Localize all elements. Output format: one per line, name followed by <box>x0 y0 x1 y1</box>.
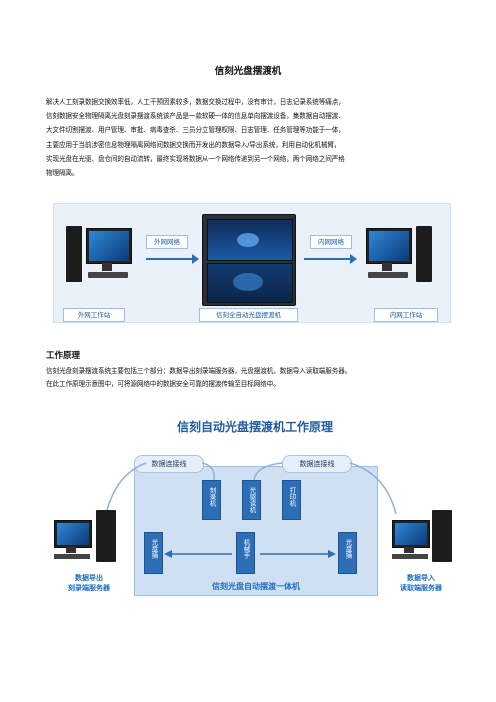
intro-line: 信刻数据安全物理隔离光盘刻录摆渡系统该产品是一款软硬一体的信息单向摆渡设备，集数… <box>46 112 345 121</box>
intro-line: 物理隔离。 <box>46 169 79 178</box>
left-cable-to-burner <box>201 462 215 481</box>
import-server-icon <box>388 510 458 570</box>
reader-label: 光驱读机 <box>248 487 256 513</box>
machine-label: 信刻光盘自动摆渡一体机 <box>212 582 300 591</box>
export-server-icon <box>54 510 124 570</box>
inner-link-arrow <box>304 258 352 260</box>
printer-label: 打印机 <box>288 487 296 507</box>
connection-lines <box>105 462 397 558</box>
intro-line: 主要应用于当前涉密信息物理隔离网络间数据交换而开发出的数据导入/导出系统，利用自… <box>46 140 341 149</box>
arrow-right-icon <box>328 550 336 558</box>
intro-line: 大文件切割摆渡、用户管理、审批、病毒查杀、三员分立管理权限、日志管理、任务管理等… <box>46 126 345 135</box>
arm-label: 机械手 <box>242 539 250 559</box>
export-server-line: 刻录端服务器 <box>68 584 110 592</box>
import-server-line: 数据导入 <box>407 574 435 582</box>
import-server-label: 数据导入 读取端服务器 <box>378 573 464 593</box>
left-disc-bin-box: 光盘摘 <box>144 532 163 574</box>
export-server-line: 数据导出 <box>75 574 103 582</box>
burner-box: 刻录机 <box>202 480 221 520</box>
ferry-machine-icon <box>202 214 296 306</box>
burner-label: 刻录机 <box>208 487 216 507</box>
intro-line: 解决人工刻录数据交换效率低，人工干预因素较多，数据交换过程中，没有审计，日志记录… <box>46 98 345 106</box>
data-link-right-label: 数据连接线 <box>282 455 352 473</box>
diagram-title: 信刻自动光盘摆渡机工作原理 <box>176 420 333 434</box>
arrow-left-icon <box>164 550 172 558</box>
ferry-machine-box <box>134 466 378 596</box>
arrow-right-icon <box>350 254 357 264</box>
intro-paragraph: 解决人工刻录数据交换效率低，人工干预因素较多，数据交换过程中，没有审计，日志记录… <box>46 95 454 180</box>
outer-workstation-icon <box>66 220 138 286</box>
right-cable-to-reader <box>253 462 283 481</box>
principle-line: 在此工作原理示意图中，可将源网络中的数据安全可靠的摆渡传输至目标网络中。 <box>46 379 280 388</box>
outer-link-arrow <box>146 258 194 260</box>
document-title: 信刻光盘摆渡机 <box>214 66 282 77</box>
working-principle-diagram: 信刻自动光盘摆渡机工作原理 数据连接线 数据连接线 刻录机 光驱读机 打印机 光… <box>46 414 464 604</box>
printer-box: 打印机 <box>282 480 301 520</box>
principle-paragraph: 信刻光盘刻录摆渡系统主要包括三个部分：数据导出刻录端服务器，光盘摆渡机，数据导入… <box>46 365 456 390</box>
inner-network-label: 内网网络 <box>310 235 352 249</box>
export-server-label: 数据导出 刻录端服务器 <box>46 573 132 593</box>
left-bin-label: 光盘摘 <box>150 539 158 559</box>
ferry-device-label: 信刻全自动光盘摆渡机 <box>199 308 298 322</box>
principle-line: 信刻光盘刻录摆渡系统主要包括三个部分：数据导出刻录端服务器，光盘摆渡机，数据导入… <box>46 367 352 375</box>
outer-network-label: 外网网络 <box>146 235 188 249</box>
outer-station-label: 外网工作站 <box>63 308 125 322</box>
intro-line: 实现光盘在光驱、盘仓间的自动流转，最终实现将数据从一个网络传递到另一个网络，两个… <box>46 154 345 163</box>
section-heading: 工作原理 <box>46 351 81 361</box>
right-bin-label: 光盘摘 <box>344 539 352 559</box>
reader-box: 光驱读机 <box>242 480 261 520</box>
inner-station-label: 内网工作站 <box>374 308 438 322</box>
robot-arm-box: 机械手 <box>236 532 255 574</box>
network-topology-figure: 外网工作站 外网网络 信刻全自动光盘摆渡机 内网网络 内网工作站 <box>53 203 451 323</box>
right-cable <box>349 462 397 515</box>
arrow-right-icon <box>192 254 199 264</box>
import-server-line: 读取端服务器 <box>400 584 442 592</box>
inner-workstation-icon <box>366 220 438 286</box>
data-link-left-label: 数据连接线 <box>134 455 204 473</box>
left-cable <box>105 462 147 515</box>
right-disc-bin-box: 光盘摘 <box>338 532 357 574</box>
